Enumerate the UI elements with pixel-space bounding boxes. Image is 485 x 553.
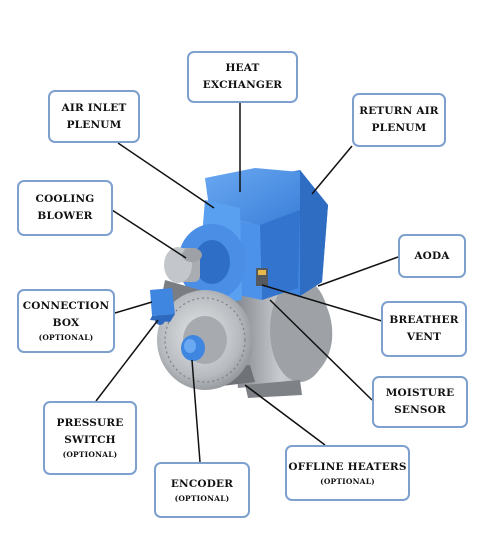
heat-exchanger-label: HEAT EXCHANGER (187, 51, 298, 103)
leader-cooling-blower (111, 209, 187, 259)
leader-moisture-sensor (269, 299, 373, 401)
encoder-part (181, 335, 205, 361)
moisture-sensor-label: MOISTURE SENSOR (372, 376, 468, 428)
leader-breather-vent (261, 284, 383, 322)
offline-heaters-line-1: OFFLINE HEATERS (288, 460, 407, 473)
return-air-plenum-line-1: RETURN AIR (359, 105, 439, 117)
connection-box-label: CONNECTION BOX (OPTIONAL) (17, 289, 115, 353)
encoder-label: ENCODER (OPTIONAL) (154, 462, 250, 518)
leader-encoder (191, 359, 201, 463)
pressure-switch-line-1: PRESSURE (56, 417, 124, 429)
leader-pressure-switch (95, 319, 159, 402)
breather-vent-label: BREATHER VENT (381, 301, 467, 357)
heat-exchanger-line-2: EXCHANGER (202, 79, 283, 91)
breather-vent-line-1: BREATHER (389, 314, 459, 326)
aoda-part (256, 268, 268, 286)
breather-vent-line-2: VENT (406, 331, 442, 343)
leader-return-air-plenum (311, 145, 353, 195)
return-air-plenum-label: RETURN AIR PLENUM (352, 93, 446, 147)
offline-heaters-optional: (OPTIONAL) (320, 476, 375, 486)
front-end-shield (157, 290, 253, 390)
leader-offline-heaters (244, 384, 326, 446)
cooling-blower-line-2: BLOWER (37, 210, 93, 222)
leader-aoda (317, 256, 399, 287)
heat-exchanger-line-1: HEAT (225, 62, 260, 74)
cooling-blower-label: COOLING BLOWER (17, 180, 113, 236)
connection-box-line-1: CONNECTION (22, 300, 110, 312)
connection-box-line-2: BOX (52, 317, 80, 329)
air-inlet-plenum-line-2: PLENUM (66, 118, 122, 131)
air-inlet-plenum-line-1: AIR INLET (61, 101, 127, 114)
offline-heaters-label: OFFLINE HEATERS (OPTIONAL) (285, 445, 410, 501)
connection-box-optional: (OPTIONAL) (38, 333, 94, 342)
pressure-switch-part (155, 315, 165, 325)
return-air-plenum-line-2: PLENUM (371, 122, 427, 134)
leader-connection-box (114, 301, 153, 314)
moisture-sensor-line-1: MOISTURE (385, 387, 455, 399)
leader-lines (95, 103, 399, 463)
air-inlet-plenum-label: AIR INLET PLENUM (48, 90, 140, 143)
cooling-blower-line-1: COOLING (35, 193, 95, 205)
pressure-switch-line-2: SWITCH (64, 434, 116, 446)
encoder-optional: (OPTIONAL) (174, 493, 230, 503)
leader-air-inlet-plenum (117, 142, 215, 209)
pressure-switch-optional: (OPTIONAL) (62, 450, 118, 459)
pressure-switch-label: PRESSURE SWITCH (OPTIONAL) (43, 401, 137, 475)
aoda-line-1: AODA (414, 249, 450, 262)
aoda-label: AODA (398, 234, 466, 278)
encoder-line-1: ENCODER (170, 477, 234, 490)
moisture-sensor-line-2: SENSOR (394, 404, 446, 416)
